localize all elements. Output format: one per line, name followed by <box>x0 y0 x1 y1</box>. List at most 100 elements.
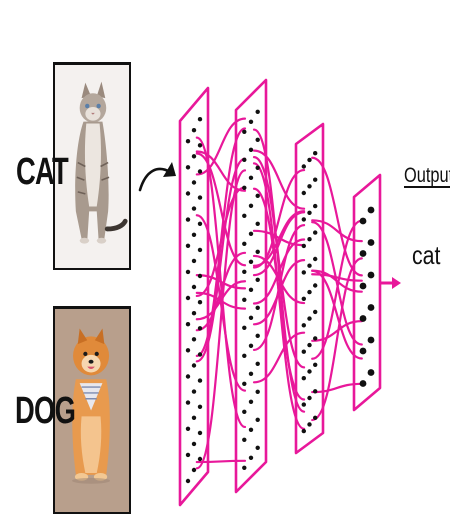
neuron-node <box>185 322 191 327</box>
neuron-node <box>301 190 306 196</box>
neuron-node <box>191 258 197 264</box>
neuron-node <box>313 283 318 288</box>
neuron-node <box>242 157 247 162</box>
layer-frame <box>352 173 382 412</box>
neuron-node <box>301 349 306 354</box>
neuron-node <box>197 430 203 436</box>
neuron-node <box>185 374 191 379</box>
neuron-node <box>301 402 306 407</box>
neuron-node <box>313 415 318 420</box>
neuron-node <box>185 243 191 248</box>
neuron-node <box>248 175 254 180</box>
neuron-node <box>301 164 306 169</box>
neuron-node <box>313 256 318 262</box>
neuron-node <box>255 361 260 366</box>
neuron-node <box>197 117 203 122</box>
neuron-node <box>197 326 203 331</box>
neuron-node <box>197 300 203 305</box>
neuron-node <box>191 467 197 473</box>
arrow-right-icon <box>381 277 401 289</box>
neuron-node <box>307 237 312 242</box>
neuron-node <box>307 157 312 163</box>
connection-line <box>195 186 247 298</box>
neuron-node <box>242 437 247 442</box>
layer-3 <box>294 122 325 455</box>
neuron-node <box>359 282 367 290</box>
neuron-node <box>307 342 312 348</box>
neuron-node <box>242 213 247 218</box>
neuron-node <box>185 217 191 222</box>
neuron-node <box>185 165 191 170</box>
neuron-node <box>367 369 375 376</box>
neuron-node <box>255 277 260 282</box>
neuron-node <box>242 353 247 358</box>
neuron-node <box>185 348 191 353</box>
dog-image <box>53 306 131 514</box>
neuron-node <box>191 311 197 316</box>
neuron-node <box>197 404 203 409</box>
neuron-node <box>255 389 260 394</box>
neuron-node <box>248 203 254 208</box>
layer-frame <box>178 86 210 507</box>
neuron-node <box>191 232 197 237</box>
neuron-node <box>248 231 254 236</box>
neuron-node <box>255 221 260 226</box>
neuron-node <box>242 325 247 330</box>
neuron-node <box>307 210 312 215</box>
layer-2 <box>234 78 268 494</box>
neuron-node <box>191 154 197 159</box>
neuron-node <box>307 263 312 268</box>
cat-label: CAT <box>16 151 69 193</box>
neuron-node <box>301 296 306 301</box>
layer-frame <box>234 78 268 494</box>
neuron-node <box>191 206 197 211</box>
neuron-node <box>367 271 375 279</box>
connection-line <box>311 382 363 394</box>
neuron-node <box>301 243 306 249</box>
neuron-node <box>197 195 203 200</box>
neuron-node <box>242 381 247 386</box>
neuron-node <box>313 177 318 182</box>
neuron-node <box>307 184 312 189</box>
neuron-node <box>359 347 367 355</box>
neuron-node <box>242 269 247 274</box>
neuron-node <box>313 309 318 315</box>
neuron-node <box>301 428 306 434</box>
neuron-node <box>185 191 191 196</box>
neuron-node <box>255 445 260 450</box>
neuron-node <box>197 169 203 174</box>
neuron-node <box>191 128 197 133</box>
neuron-node <box>197 378 203 383</box>
neuron-node <box>242 241 247 246</box>
neuron-node <box>313 230 318 235</box>
layer-1 <box>178 86 210 507</box>
connection-line <box>311 219 363 243</box>
neuron-node <box>255 305 260 310</box>
neuron-node <box>248 147 254 152</box>
neuron-node <box>307 316 312 321</box>
neuron-node <box>255 109 260 115</box>
neuron-node <box>242 465 247 470</box>
connection-line <box>195 169 247 470</box>
neuron-node <box>313 151 318 156</box>
output-heading: Output <box>404 164 450 187</box>
output-value: cat <box>412 240 441 270</box>
neuron-node <box>248 259 254 264</box>
neuron-node <box>255 193 260 198</box>
neuron-node <box>197 352 203 357</box>
layer-4 <box>352 173 382 412</box>
neuron-node <box>301 217 306 222</box>
neuron-node <box>248 343 254 348</box>
neuron-node <box>248 427 254 432</box>
neuron-node <box>301 323 306 328</box>
neuron-node <box>185 269 191 275</box>
neuron-node <box>255 333 260 338</box>
neuron-node <box>197 143 203 148</box>
connection-line <box>195 280 247 321</box>
neuron-node <box>197 221 203 226</box>
neuron-node <box>185 478 191 484</box>
neuron-node <box>307 395 312 401</box>
neuron-node <box>248 399 254 404</box>
neuron-node <box>367 239 375 246</box>
